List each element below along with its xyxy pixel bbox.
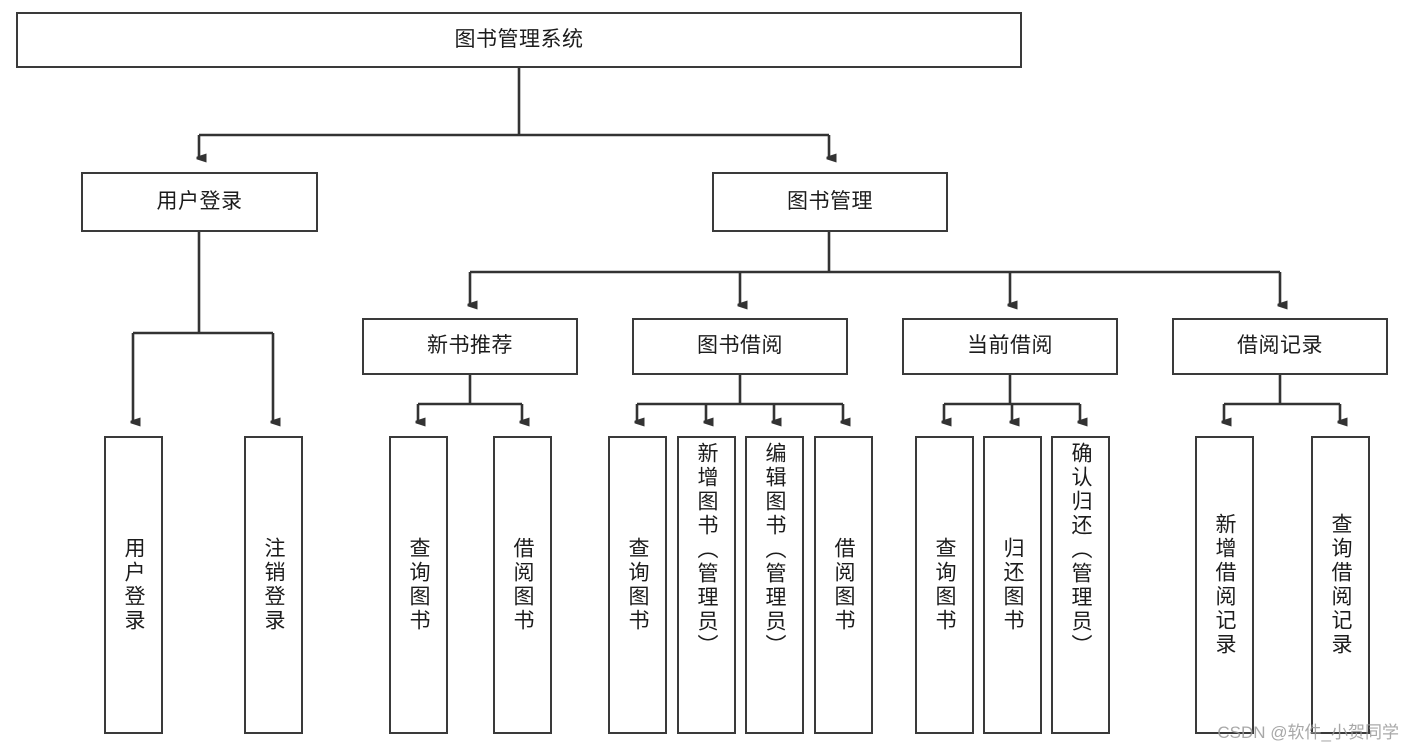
node-label: 编辑图书（管理员）: [763, 442, 786, 658]
node-label: 新书推荐: [427, 334, 513, 358]
node-label: 注销登录: [262, 537, 285, 633]
node-label: 用户登录: [156, 189, 243, 213]
leaf-user-login-login[interactable]: 用户登录: [104, 436, 163, 734]
node-label: 当前借阅: [967, 334, 1053, 358]
node-label: 查询借阅记录: [1329, 513, 1352, 657]
node-label: 查询图书: [626, 537, 649, 633]
node-label: 新增借阅记录: [1213, 513, 1236, 657]
node-label: 用户登录: [122, 537, 145, 633]
leaf-borrow-add-book[interactable]: 新增图书（管理员）: [677, 436, 736, 734]
leaf-current-query-book[interactable]: 查询图书: [915, 436, 974, 734]
leaf-records-query-record[interactable]: 查询借阅记录: [1311, 436, 1370, 734]
leaf-user-login-logout[interactable]: 注销登录: [244, 436, 303, 734]
node-label: 图书管理系统: [454, 27, 584, 51]
node-root-system[interactable]: 图书管理系统: [16, 12, 1022, 68]
node-borrow-records[interactable]: 借阅记录: [1172, 318, 1388, 375]
node-label: 新增图书（管理员）: [695, 442, 718, 658]
leaf-current-return-book[interactable]: 归还图书: [983, 436, 1042, 734]
leaf-records-add-record[interactable]: 新增借阅记录: [1195, 436, 1254, 734]
node-label: 查询图书: [407, 537, 430, 633]
node-label: 图书管理: [787, 189, 873, 213]
node-new-book-recommend[interactable]: 新书推荐: [362, 318, 578, 375]
node-book-borrow[interactable]: 图书借阅: [632, 318, 848, 375]
leaf-borrow-query-book[interactable]: 查询图书: [608, 436, 667, 734]
leaf-borrow-borrow-book[interactable]: 借阅图书: [814, 436, 873, 734]
leaf-new-book-borrow[interactable]: 借阅图书: [493, 436, 552, 734]
watermark-text: CSDN @软件_小贺同学: [1217, 723, 1399, 742]
node-label: 查询图书: [933, 537, 956, 633]
node-user-login[interactable]: 用户登录: [81, 172, 318, 232]
node-label: 借阅记录: [1237, 334, 1323, 358]
leaf-current-confirm-return[interactable]: 确认归还（管理员）: [1051, 436, 1110, 734]
leaf-new-book-query[interactable]: 查询图书: [389, 436, 448, 734]
node-label: 归还图书: [1001, 537, 1024, 633]
node-label: 借阅图书: [832, 537, 855, 633]
leaf-borrow-edit-book[interactable]: 编辑图书（管理员）: [745, 436, 804, 734]
node-label: 图书借阅: [697, 334, 783, 358]
node-book-management[interactable]: 图书管理: [712, 172, 948, 232]
node-current-borrow[interactable]: 当前借阅: [902, 318, 1118, 375]
node-label: 确认归还（管理员）: [1069, 442, 1092, 658]
node-label: 借阅图书: [511, 537, 534, 633]
